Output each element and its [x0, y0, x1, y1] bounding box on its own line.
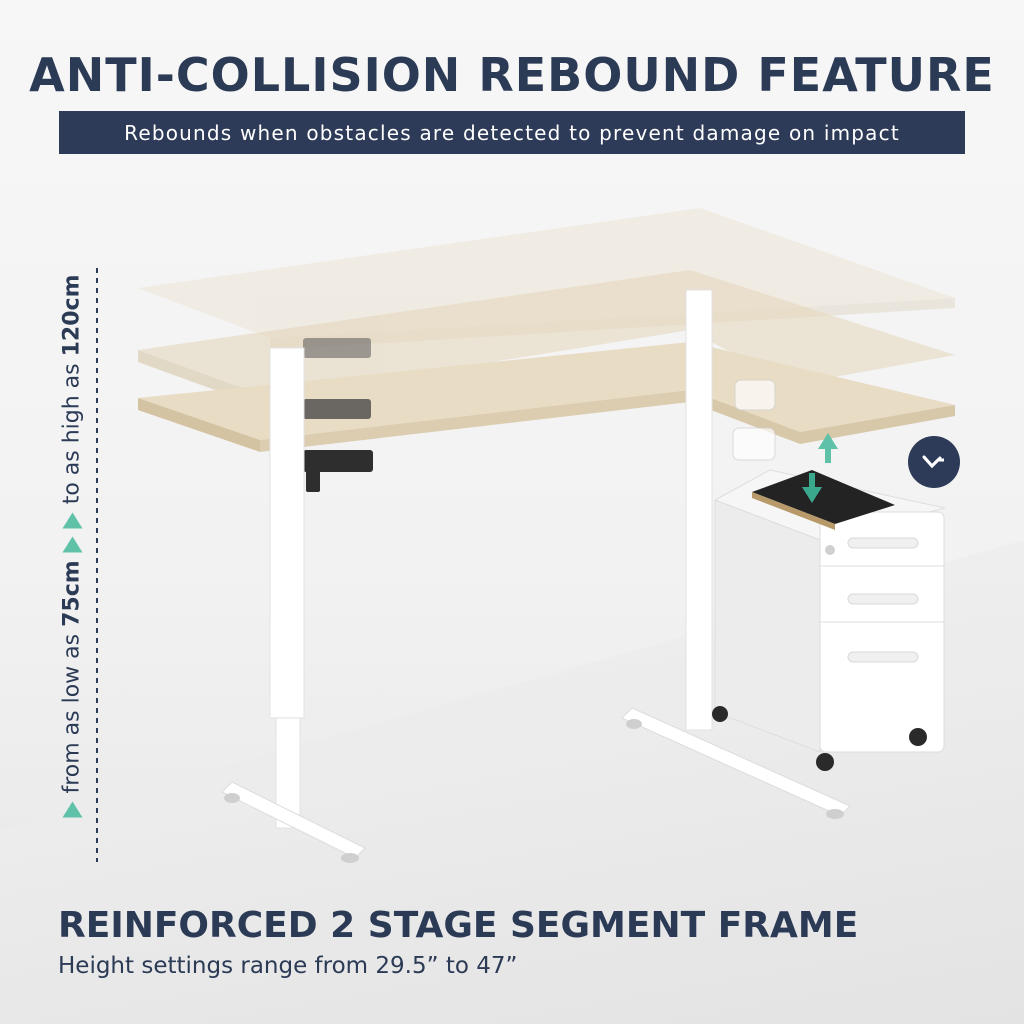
- left-leg: [221, 347, 366, 863]
- next-arrow-button[interactable]: [908, 436, 960, 488]
- section-subtitle: Height settings range from 29.5” to 47”: [58, 953, 518, 979]
- up-triangle-icon: [62, 801, 82, 818]
- right-leg: [621, 289, 851, 819]
- height-from-text: from as low as 75cm: [59, 560, 85, 794]
- subtitle-text: Rebounds when obstacles are detected to …: [124, 120, 900, 145]
- up-triangle-icon: [62, 536, 82, 553]
- chevron-down-icon: [922, 455, 944, 469]
- page-title: ANTI-COLLISION REBOUND FEATURE: [29, 48, 995, 102]
- section-title: REINFORCED 2 STAGE SEGMENT FRAME: [58, 905, 859, 946]
- cup-holder: [732, 379, 776, 461]
- notebook: [752, 470, 895, 530]
- height-to-text: to as high as 120cm: [59, 274, 85, 505]
- subtitle-banner: Rebounds when obstacles are detected to …: [59, 111, 965, 154]
- controller-keypads: [303, 338, 373, 492]
- rebound-arrows: [802, 433, 838, 503]
- up-triangle-icon: [62, 512, 82, 529]
